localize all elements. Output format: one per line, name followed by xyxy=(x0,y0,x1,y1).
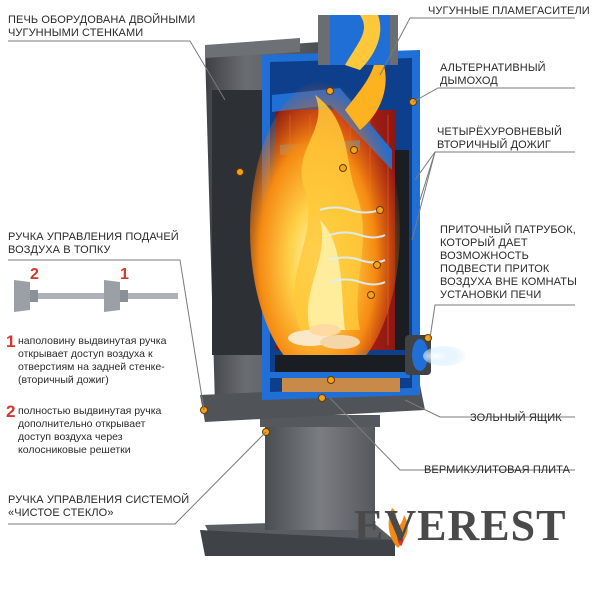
firewood-logs xyxy=(288,324,360,349)
label-clean-glass: РУЧКА УПРАВЛЕНИЯ СИСТЕМОЙ «ЧИСТОЕ СТЕКЛО… xyxy=(8,494,190,519)
vermiculite-plate xyxy=(282,378,400,392)
label-flame-dampers: ЧУГУННЫЕ ПЛАМЕГАСИТЕЛИ xyxy=(428,5,590,17)
stove-pedestal xyxy=(200,415,400,556)
cutaway-section xyxy=(250,45,420,400)
label-secondary-burn: ЧЕТЫРЁХУРОВНЕВЫЙ ВТОРИЧНЫЙ ДОЖИГ xyxy=(437,126,562,151)
note-half-extended: наполовину выдвинутая ручка открывает до… xyxy=(18,335,167,386)
air-inlet-pipe xyxy=(405,335,467,375)
incoming-air-icon xyxy=(423,346,467,366)
flame-logo xyxy=(388,508,408,548)
label-vermiculite: ВЕРМИКУЛИТОВАЯ ПЛИТА xyxy=(424,464,571,476)
handle-position-2: 2 xyxy=(30,266,39,283)
brand-logo-text: EVEREST xyxy=(354,501,567,550)
handle-illustration xyxy=(14,280,178,312)
callout-markers xyxy=(200,87,432,436)
leader-lines xyxy=(8,17,575,525)
label-air-control: РУЧКА УПРАВЛЕНИЯ ПОДАЧЕЙ ВОЗДУХА В ТОПКУ xyxy=(8,231,179,256)
note-fully-extended: полностью выдвинутая ручка дополнительно… xyxy=(18,405,162,456)
label-ash-box: ЗОЛЬНЫЙ ЯЩИК xyxy=(470,412,562,424)
note-1-number: 1 xyxy=(6,332,16,351)
handle-position-1: 1 xyxy=(120,266,129,283)
label-alt-flue: АЛЬТЕРНАТИВНЫЙ ДЫМОХОД xyxy=(440,62,546,87)
flue-pipe xyxy=(318,15,398,70)
label-double-walls: ПЕЧЬ ОБОРУДОВАНА ДВОЙНЫМИ ЧУГУННЫМИ СТЕН… xyxy=(8,14,196,39)
note-2-number: 2 xyxy=(6,402,16,421)
label-inlet-pipe: ПРИТОЧНЫЙ ПАТРУБОК, КОТОРЫЙ ДАЕТ ВОЗМОЖН… xyxy=(440,224,577,301)
